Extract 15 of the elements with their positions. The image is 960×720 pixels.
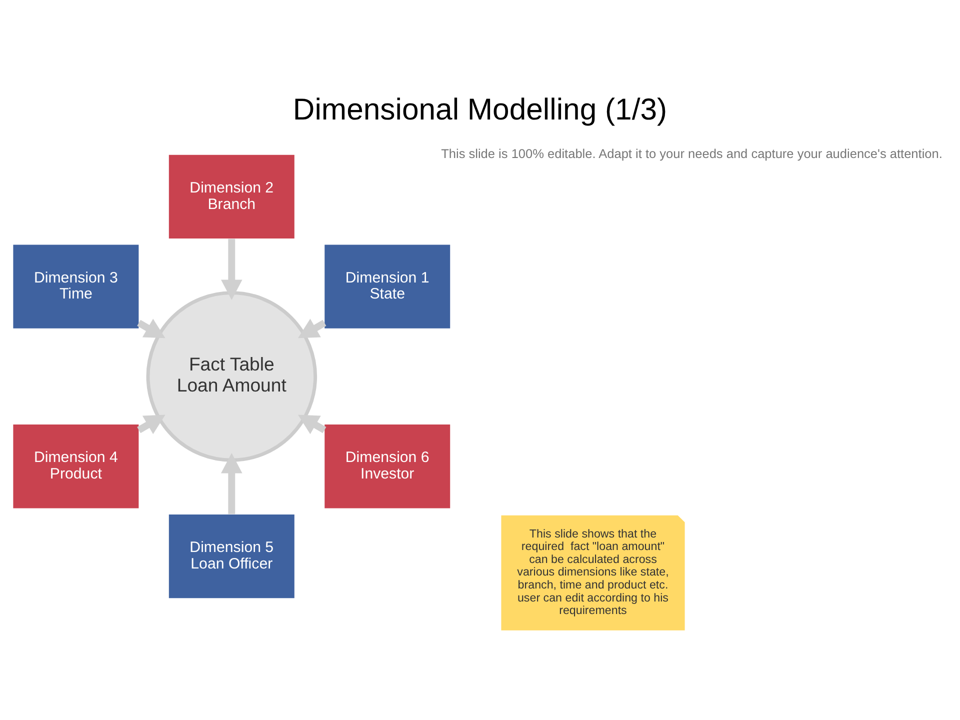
arrow [298,414,326,434]
node-box: Dimension 4 Product [13,424,139,508]
label: This slide is 100% editable. Adapt it to your needs and capture your audience's attention. [441,145,942,160]
node-circle: Fact Table Loan Amount [146,290,318,462]
arrow [221,238,242,300]
diagram-title: Dimensional Modelling (1/3) [292,92,668,126]
node-box: Dimension 3 Time [13,244,139,328]
node-box: Dimension 2 Branch [168,154,294,238]
node-box: Dimension 1 State [324,244,450,328]
arrow [298,318,326,338]
arrow [221,452,242,514]
arrow [137,414,166,434]
node-box: Dimension 5 Loan Officer [168,514,294,598]
arrow [137,318,166,338]
node-box: Dimension 6 Investor [324,424,450,508]
